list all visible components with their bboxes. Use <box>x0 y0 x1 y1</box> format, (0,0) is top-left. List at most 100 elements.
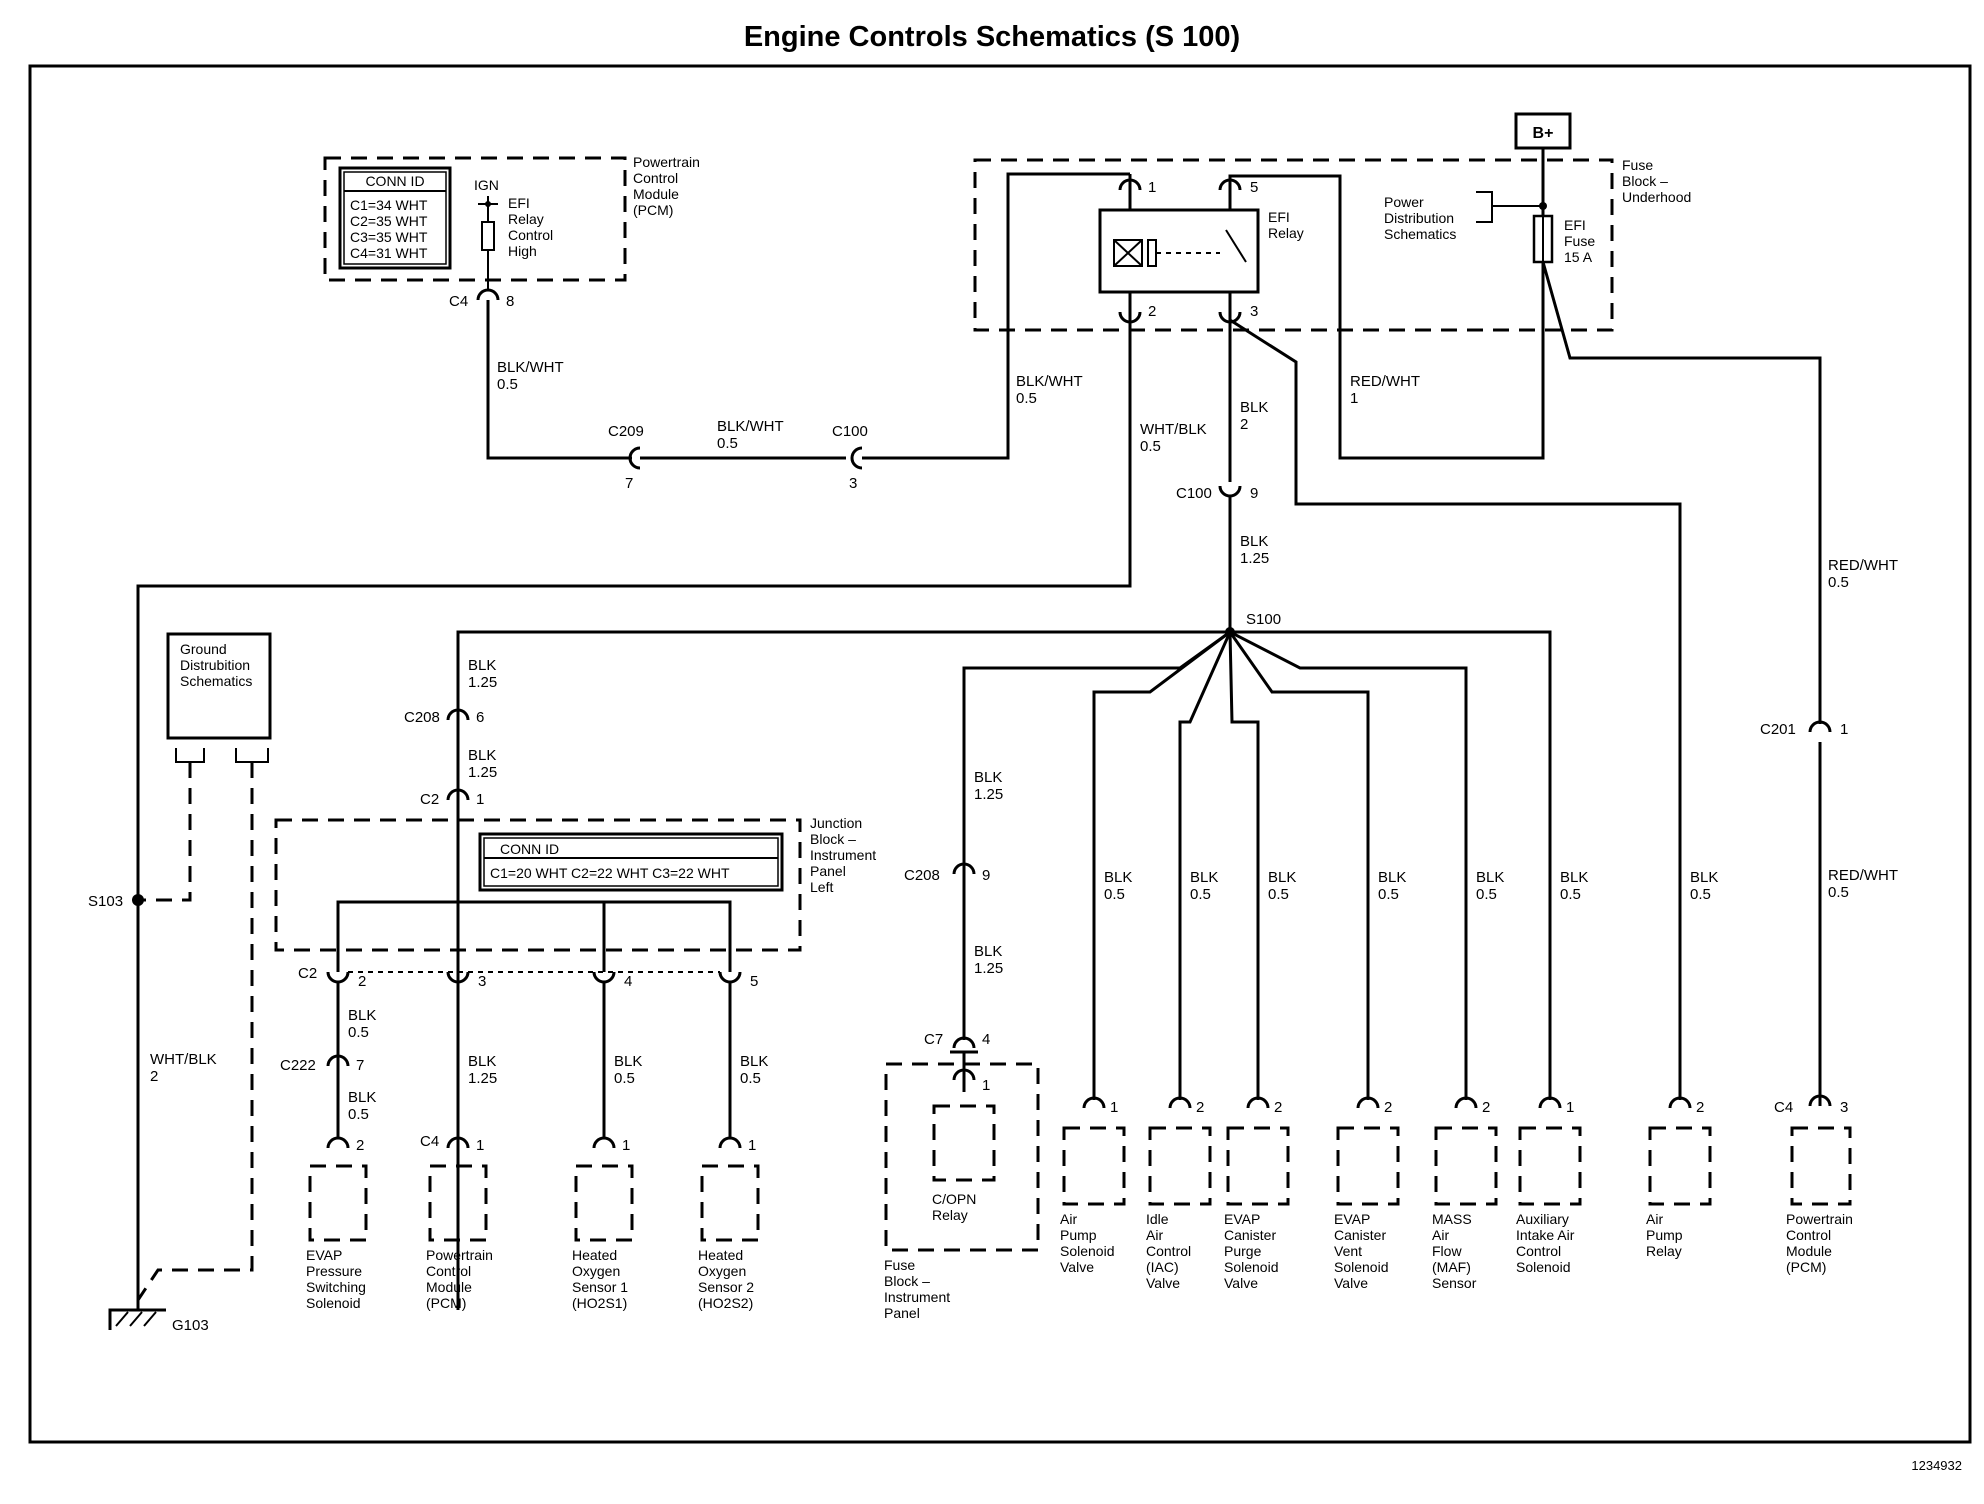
pcm-wire-gauge: 0.5 <box>1828 574 1849 591</box>
air-pump-solenoid-wire-label: BLK <box>1104 869 1132 886</box>
evap-purge-solenoid-label-4: Solenoid <box>1224 1259 1279 1275</box>
air-pump-relay-pin: 2 <box>1696 1099 1704 1116</box>
power-dist-label-3: Schematics <box>1384 226 1456 242</box>
jb-conn-id-header: CONN ID <box>500 841 559 857</box>
b4-label-1: Heated <box>698 1247 743 1263</box>
b2-comp-pin: 1 <box>476 1137 484 1154</box>
component-evap-pressure: 2 EVAP Pressure Switching Solenoid <box>306 1136 368 1311</box>
relay-out-wire-gauge: 2 <box>1240 416 1248 433</box>
pcm-right-label-1: Powertrain <box>1786 1211 1853 1227</box>
air-pump-relay-label-1: Air <box>1646 1211 1663 1227</box>
b3-wire-gauge: 0.5 <box>614 1070 635 1087</box>
page-title: Engine Controls Schematics (S 100) <box>744 21 1240 53</box>
efi-control-label-4: High <box>508 243 537 259</box>
resistor-icon <box>481 221 495 251</box>
pcm-top-module: CONN ID C1=34 WHT C2=35 WHT C3=35 WHT C4… <box>323 154 700 290</box>
b1-wire2-gauge: 0.5 <box>348 1106 369 1123</box>
ground-dist-label-3: Schematics <box>180 673 252 689</box>
mid-wire-gauge: 0.5 <box>717 435 738 452</box>
c222-pin: 7 <box>356 1057 364 1074</box>
c2-jb-pin: 1 <box>476 791 484 808</box>
air-pump-relay-wire-label: BLK <box>1690 869 1718 886</box>
evap-purge-solenoid-pin: 2 <box>1274 1099 1282 1116</box>
evap-vent-solenoid-label-1: EVAP <box>1334 1211 1370 1227</box>
c209-pin: 7 <box>625 475 633 492</box>
evap-vent-solenoid-label-5: Valve <box>1334 1275 1368 1291</box>
c2-pin-4: 4 <box>624 973 632 990</box>
b1-wire-label: BLK <box>348 1007 376 1024</box>
air-pump-solenoid-label-2: Pump <box>1060 1227 1097 1243</box>
fuse-block-label-2: Block – <box>1622 173 1668 189</box>
splice-s103-label: S103 <box>88 893 123 910</box>
fuse-block-underhood: Fuse Block – Underhood B+ Power Distribu… <box>973 112 1691 332</box>
iac-valve-label-2: Air <box>1146 1227 1163 1243</box>
c2-jb-label: C2 <box>420 791 439 808</box>
copn-wire1-gauge: 1.25 <box>974 786 1003 803</box>
fuse-block-label-3: Underhood <box>1622 189 1691 205</box>
b2-label-1: Powertrain <box>426 1247 493 1263</box>
c100-left-label: C100 <box>832 423 868 440</box>
component-pcm-right: C4 3 Powertrain Control Module (PCM) <box>1774 1094 1853 1275</box>
c100-center-pin: 9 <box>1250 485 1258 502</box>
ground-g103-label: G103 <box>172 1317 209 1334</box>
relay-pin-3: 3 <box>1250 303 1258 320</box>
air-pump-solenoid-wire-gauge: 0.5 <box>1104 886 1125 903</box>
c2-pin-3: 3 <box>478 973 486 990</box>
maf-sensor-label-5: Sensor <box>1432 1275 1477 1291</box>
air-pump-relay-label-2: Pump <box>1646 1227 1683 1243</box>
fuse-wire-label: RED/WHT <box>1350 373 1420 390</box>
evap-purge-solenoid-label-3: Purge <box>1224 1243 1262 1259</box>
b3-comp-pin: 1 <box>622 1137 630 1154</box>
ground-dist-box: Ground Distrubition Schematics <box>166 632 272 763</box>
relay-label-1: EFI <box>1268 209 1290 225</box>
evap-vent-solenoid-label-4: Solenoid <box>1334 1259 1389 1275</box>
fuse-wire-gauge: 1 <box>1350 390 1358 407</box>
junction-w1-gauge: 1.25 <box>468 674 497 691</box>
junction-block: CONN ID C1=20 WHT C2=22 WHT C3=22 WHT Ju… <box>274 815 876 972</box>
c208-copn-pin: 9 <box>982 867 990 884</box>
c4-top-label: C4 <box>449 293 468 310</box>
c209-label: C209 <box>608 423 644 440</box>
iac-valve-label-1: Idle <box>1146 1211 1169 1227</box>
conn-id-c2: C2=35 WHT <box>350 213 428 229</box>
pcm-right-wire-gauge: 0.5 <box>1828 884 1849 901</box>
efi-relay <box>1098 208 1260 294</box>
ground-icon <box>108 1308 166 1330</box>
fbip-label-1: Fuse <box>884 1257 915 1273</box>
conn-id-c1: C1=34 WHT <box>350 197 428 213</box>
pcm-top-label-4: (PCM) <box>633 202 673 218</box>
b1-wire-gauge: 0.5 <box>348 1024 369 1041</box>
b3-label-3: Sensor 1 <box>572 1279 628 1295</box>
jb-label-4: Panel <box>810 863 846 879</box>
c201-pin: 1 <box>1840 721 1848 738</box>
c100-center-label: C100 <box>1176 485 1212 502</box>
component-pcm-left: 1 Powertrain Control Module (PCM) <box>426 1136 493 1311</box>
iac-valve-label-3: Control <box>1146 1243 1191 1259</box>
jb-label-2: Block – <box>810 831 856 847</box>
b1-wire2-label: BLK <box>348 1089 376 1106</box>
copn-wire1-label: BLK <box>974 769 1002 786</box>
b4-label-3: Sensor 2 <box>698 1279 754 1295</box>
ground-wire-left-gauge: 2 <box>150 1068 158 1085</box>
center-wire-label: BLK <box>1240 533 1268 550</box>
b2-label-3: Module <box>426 1279 472 1295</box>
relay-pin-5: 5 <box>1250 179 1258 196</box>
b1-comp-pin: 2 <box>356 1137 364 1154</box>
center-wire-gauge: 1.25 <box>1240 550 1269 567</box>
aux-intake-solenoid-wire-label: BLK <box>1560 869 1588 886</box>
pcm-right-pin: 3 <box>1840 1099 1848 1116</box>
junction-w1-label: BLK <box>468 657 496 674</box>
c208-copn-label: C208 <box>904 867 940 884</box>
copn-label-2: Relay <box>932 1207 968 1223</box>
b4-wire-gauge: 0.5 <box>740 1070 761 1087</box>
aux-intake-solenoid-pin: 1 <box>1566 1099 1574 1116</box>
efi-control-label-3: Control <box>508 227 553 243</box>
b1-label-4: Solenoid <box>306 1295 361 1311</box>
b2-label-2: Control <box>426 1263 471 1279</box>
jb-conn-ids: C1=20 WHT C2=22 WHT C3=22 WHT <box>490 865 730 881</box>
